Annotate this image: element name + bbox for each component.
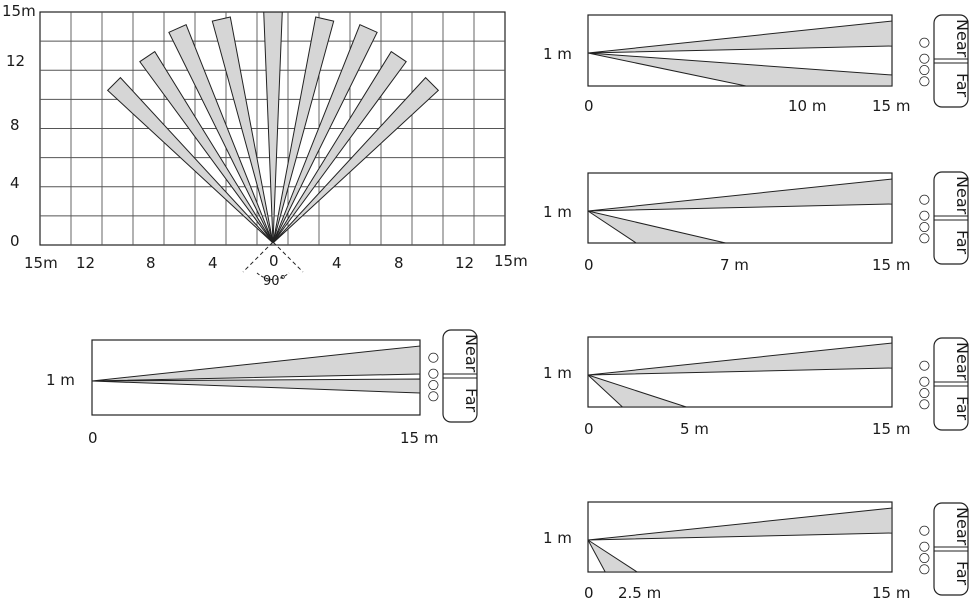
height-label: 1 m xyxy=(543,364,572,382)
switch-dot-single: ○ xyxy=(426,352,441,363)
side-view-frame xyxy=(587,172,893,244)
x-tick-0: 0 xyxy=(269,252,279,270)
switch-dot-triple: ○○○ xyxy=(917,210,932,244)
distance-end-label: 15 m xyxy=(872,256,910,274)
y-tick-12: 12 xyxy=(6,52,25,70)
x-tick-left-4: 4 xyxy=(208,254,218,272)
switch-far-label: Far xyxy=(953,396,972,421)
top-view-beam xyxy=(139,50,274,244)
y-tick-4: 4 xyxy=(10,174,20,192)
y-tick-8: 8 xyxy=(10,116,20,134)
top-view-beam xyxy=(272,50,407,244)
angle-marker xyxy=(242,241,304,280)
angle-label: 90° xyxy=(263,274,286,289)
height-label: 1 m xyxy=(46,371,75,389)
distance-start-label: 0 xyxy=(584,97,594,115)
switch-dot-triple: ○○○ xyxy=(917,53,932,87)
near-beam xyxy=(91,378,421,394)
distance-end-label: 15 m xyxy=(400,429,438,447)
switch-near-label: Near xyxy=(953,176,972,215)
switch-far-label: Far xyxy=(462,388,481,413)
distance-mid-label: 10 m xyxy=(788,97,826,115)
distance-end-label: 15 m xyxy=(872,420,910,438)
far-beam xyxy=(587,178,893,212)
distance-mid-label: 7 m xyxy=(720,256,749,274)
top-view-beam xyxy=(168,23,274,244)
near-beam xyxy=(587,374,687,408)
switch-dot-single: ○ xyxy=(917,525,932,536)
y-tick-0: 0 xyxy=(10,232,20,250)
distance-start-label: 0 xyxy=(584,256,594,274)
switch-dot-single: ○ xyxy=(917,360,932,371)
switch-dot-single: ○ xyxy=(917,37,932,48)
distance-mid-label: 2.5 m xyxy=(618,584,661,602)
switch-body xyxy=(933,14,969,108)
switch-body xyxy=(933,171,969,265)
distance-start-label: 0 xyxy=(88,429,98,447)
switch-far-label: Far xyxy=(953,230,972,255)
distance-mid-label: 5 m xyxy=(680,420,709,438)
x-tick-right-8: 8 xyxy=(394,254,404,272)
switch-far-label: Far xyxy=(953,561,972,586)
side-view-frame xyxy=(91,339,421,416)
switch-dot-triple: ○○○ xyxy=(917,376,932,410)
far-beam xyxy=(587,507,893,541)
top-view-beam xyxy=(263,11,283,244)
switch-body xyxy=(933,337,969,431)
x-tick-left-15: 15m xyxy=(24,254,58,272)
top-view-beam xyxy=(106,76,274,244)
far-beam xyxy=(91,345,421,382)
switch-dot-triple: ○○○ xyxy=(917,541,932,575)
switch-near-label: Near xyxy=(953,507,972,546)
side-view-frame xyxy=(587,14,893,87)
top-view-beam xyxy=(272,16,335,244)
switch-dot-single: ○ xyxy=(917,194,932,205)
near-beam xyxy=(587,52,893,87)
switch-near-label: Near xyxy=(462,334,481,373)
top-view-beam xyxy=(272,76,440,244)
height-label: 1 m xyxy=(543,203,572,221)
height-label: 1 m xyxy=(543,529,572,547)
near-beam xyxy=(587,539,639,573)
switch-near-label: Near xyxy=(953,342,972,381)
far-beam xyxy=(587,20,893,54)
x-tick-right-4: 4 xyxy=(332,254,342,272)
x-tick-left-8: 8 xyxy=(146,254,156,272)
switch-body xyxy=(442,329,478,423)
near-beam xyxy=(587,210,726,244)
distance-end-label: 15 m xyxy=(872,584,910,602)
side-view-frame xyxy=(587,336,893,408)
switch-dot-triple: ○○○ xyxy=(426,368,441,402)
x-tick-right-12: 12 xyxy=(455,254,474,272)
distance-start-label: 0 xyxy=(584,584,594,602)
x-tick-right-15: 15m xyxy=(494,252,528,270)
distance-end-label: 15 m xyxy=(872,97,910,115)
top-view-beam xyxy=(211,16,274,244)
switch-body xyxy=(933,502,969,596)
switch-near-label: Near xyxy=(953,19,972,58)
height-label: 1 m xyxy=(543,45,572,63)
top-view-beam xyxy=(272,23,378,244)
far-beam xyxy=(587,342,893,376)
side-view-frame xyxy=(587,501,893,573)
distance-start-label: 0 xyxy=(584,420,594,438)
y-tick-15: 15m xyxy=(2,2,36,20)
switch-far-label: Far xyxy=(953,73,972,98)
top-view-grid xyxy=(39,11,506,246)
x-tick-left-12: 12 xyxy=(76,254,95,272)
